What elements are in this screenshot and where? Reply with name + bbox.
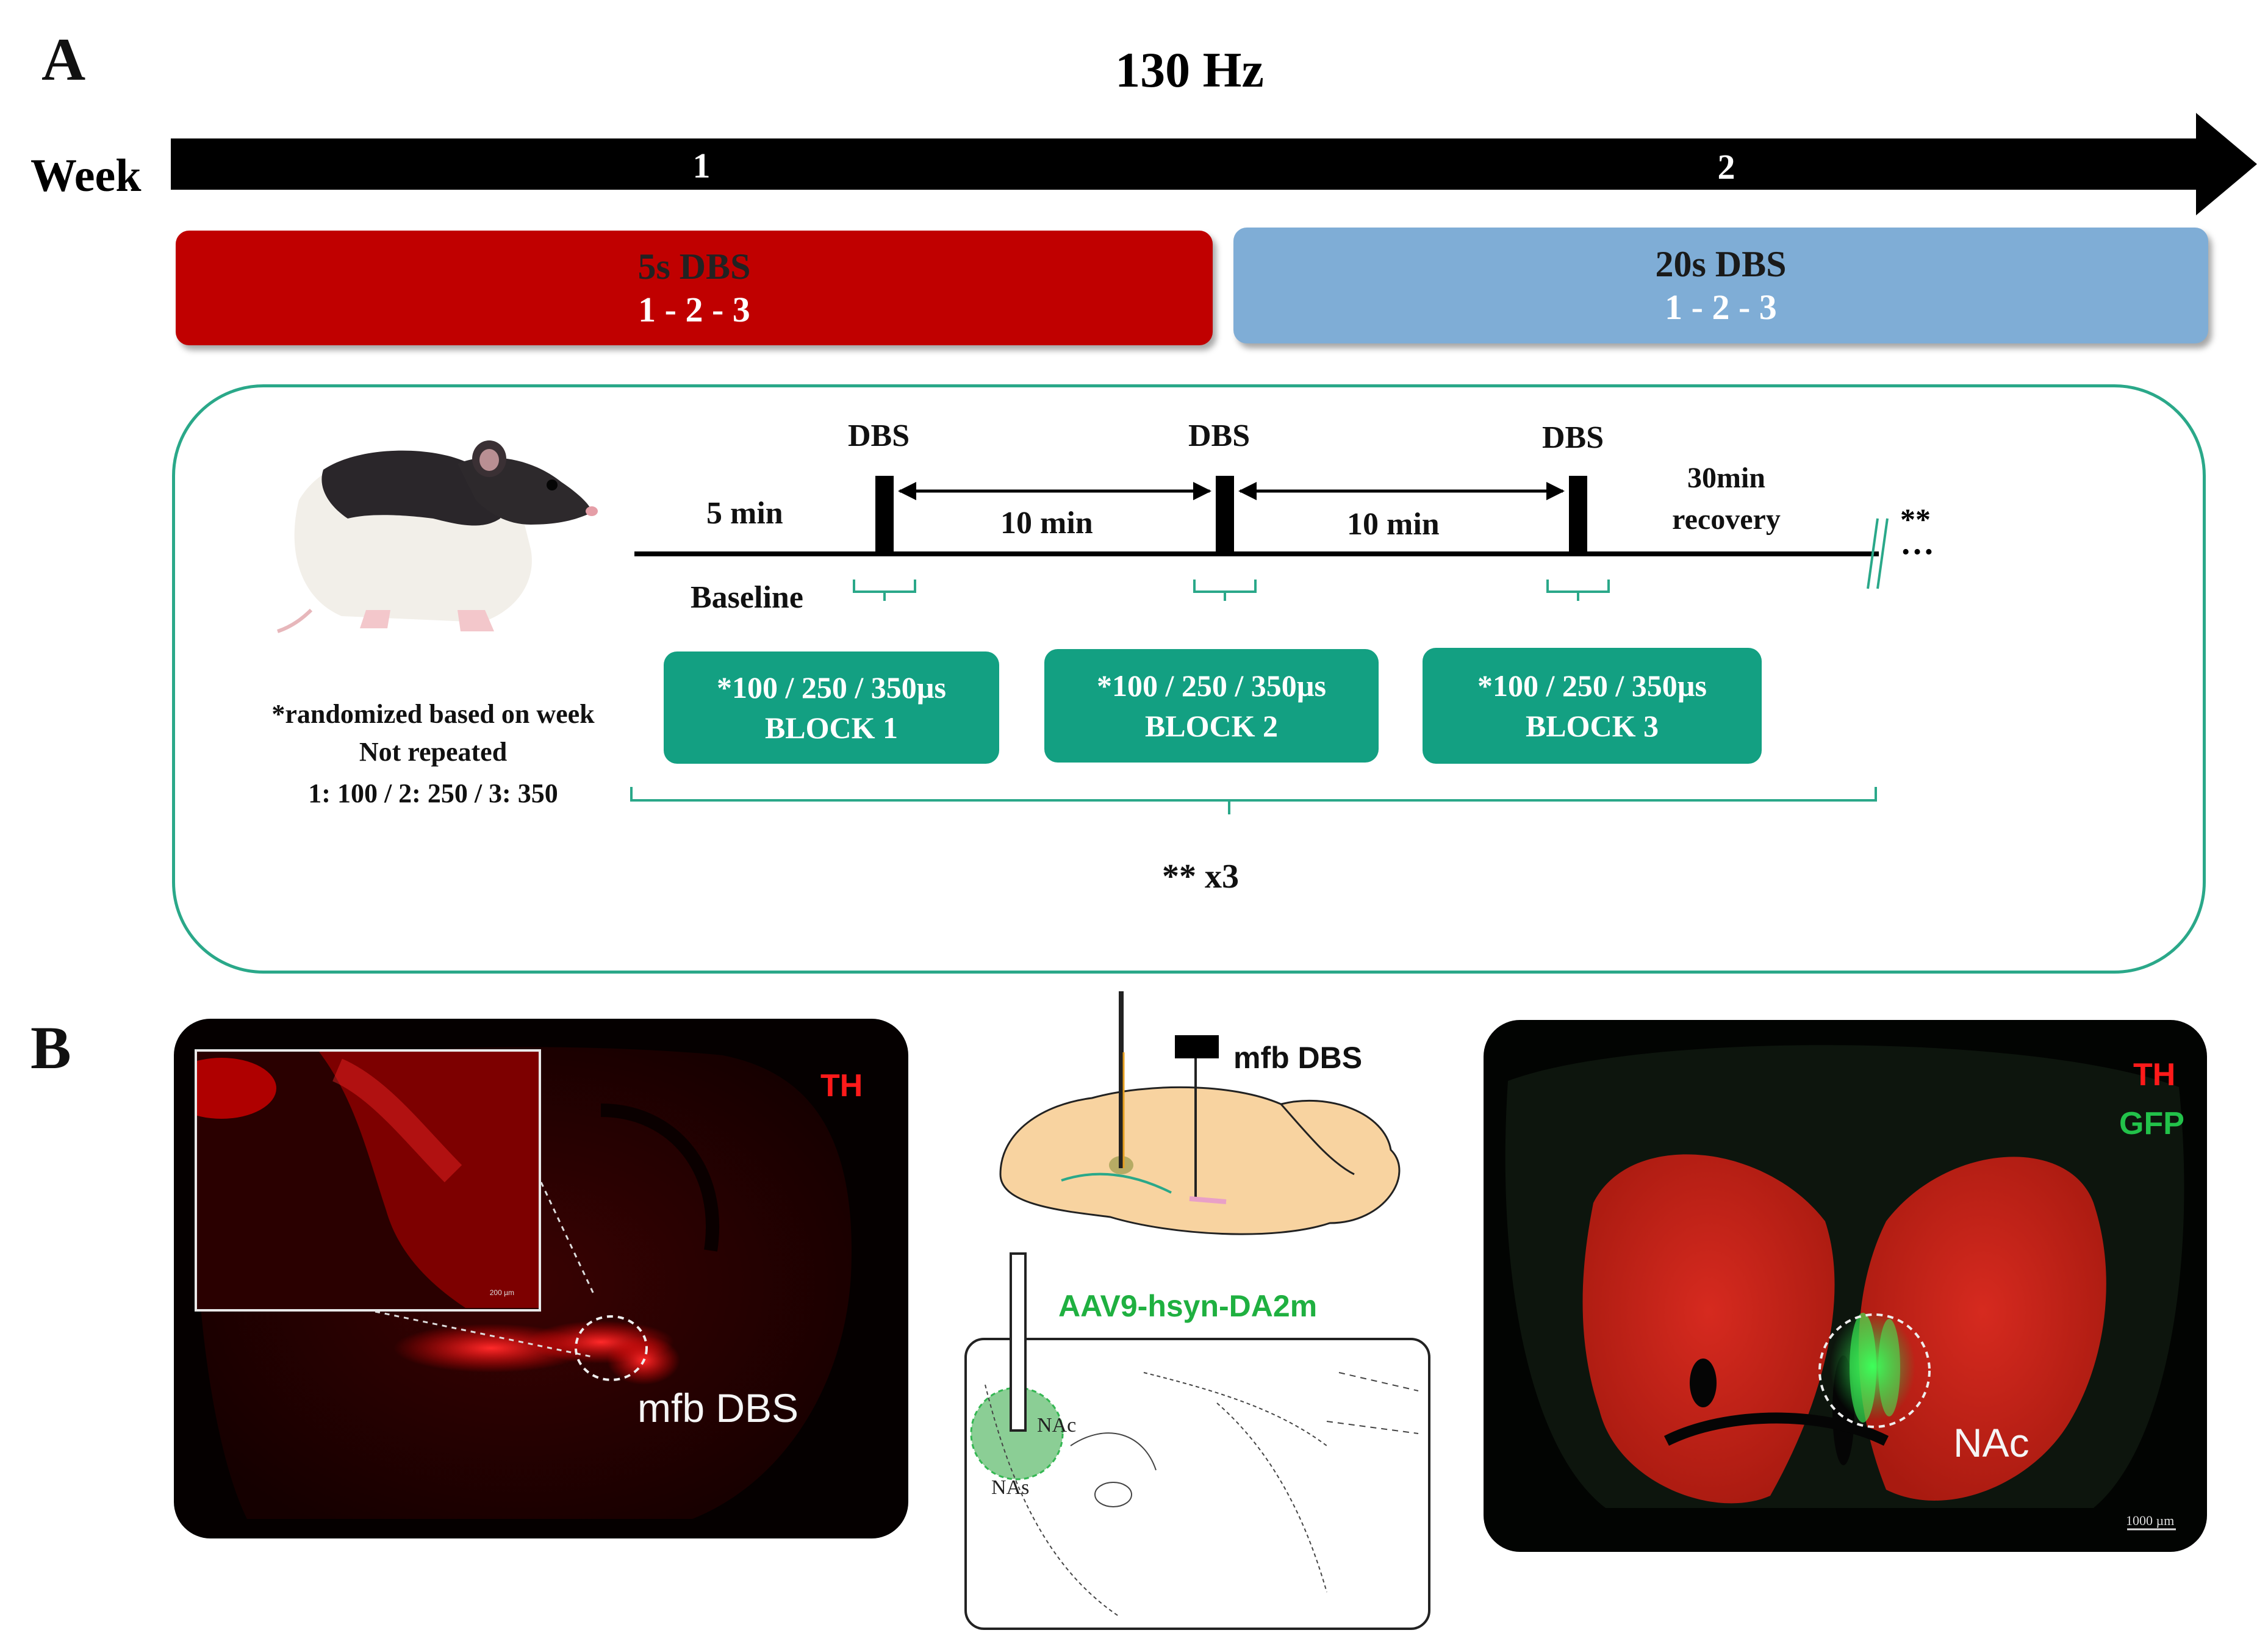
nac-target-circle <box>1818 1313 1931 1428</box>
interval-1: 10 min <box>1000 506 1093 540</box>
stage-20s-title: 20s DBS <box>1655 244 1787 284</box>
th-label-right: TH <box>2133 1057 2176 1093</box>
frequency-title: 130 Hz <box>1115 42 1264 98</box>
panel-a-label: A <box>41 26 86 93</box>
block-2-name: BLOCK 2 <box>1144 709 1279 743</box>
dbs-bar-3 <box>1569 476 1587 556</box>
block-3-pulse-widths: *100 / 250 / 350µs <box>1477 669 1707 703</box>
baseline-duration: 5 min <box>706 496 783 531</box>
stage-5s-sequence: 1 - 2 - 3 <box>638 290 750 329</box>
continue-mark: ** <box>1900 502 1931 536</box>
dbs-label-3: DBS <box>1542 420 1604 455</box>
block-2-pulse-widths: *100 / 250 / 350µs <box>1096 669 1327 703</box>
zoom-inset: 200 µm <box>195 1049 541 1312</box>
dbs-label-2: DBS <box>1188 418 1251 453</box>
protocol-timeline <box>630 476 1889 814</box>
block-1-pulse-widths: *100 / 250 / 350µs <box>716 670 947 705</box>
gfp-label: GFP <box>2119 1106 2184 1141</box>
protocol-frame <box>172 384 2206 974</box>
th-micrograph: 200 µm TH mfb DBS <box>174 1019 908 1538</box>
panel-b-label: B <box>31 1014 71 1082</box>
virus-label: AAV9-hsyn-DA2m <box>1058 1289 1318 1323</box>
nac-label-right: NAc <box>1953 1420 2029 1465</box>
mfb-target-circle <box>575 1315 648 1381</box>
dbs-label-1: DBS <box>848 418 910 453</box>
block-1: *100 / 250 / 350µs BLOCK 1 <box>664 651 999 764</box>
rat-illustration <box>277 440 598 633</box>
th-gfp-micrograph: TH GFP NAc 1000 µm <box>1484 1020 2207 1552</box>
coronal-section-schematic <box>964 1252 1430 1630</box>
note-line-1: *randomized based on week <box>271 699 595 729</box>
week-2-number: 2 <box>1717 147 1735 187</box>
note-line-3: 1: 100 / 2: 250 / 3: 350 <box>308 778 558 808</box>
continue-ellipsis: … <box>1900 524 1934 562</box>
dbs-bar-2 <box>1216 476 1234 556</box>
week-arrow <box>171 113 2257 215</box>
dbs-bar-1 <box>875 476 894 556</box>
block-2: *100 / 250 / 350µs BLOCK 2 <box>1044 649 1379 763</box>
stage-20s-dbs: 20s DBS 1 - 2 - 3 <box>1233 228 2208 343</box>
mfb-dbs-label-left: mfb DBS <box>637 1385 799 1430</box>
block-3: *100 / 250 / 350µs BLOCK 3 <box>1423 648 1762 764</box>
interval-2: 10 min <box>1347 507 1440 542</box>
baseline-label: Baseline <box>691 580 803 615</box>
nas-label-schematic: NAs <box>991 1476 1030 1499</box>
block-1-name: BLOCK 1 <box>764 711 899 745</box>
stage-20s-sequence: 1 - 2 - 3 <box>1665 287 1777 327</box>
week-1-number: 1 <box>692 146 711 185</box>
note-line-2: Not repeated <box>359 737 508 767</box>
recovery-line-2: recovery <box>1672 503 1781 536</box>
inset-scale-bar: 200 µm <box>489 1288 514 1297</box>
stage-5s-title: 5s DBS <box>637 246 751 287</box>
stage-5s-dbs: 5s DBS 1 - 2 - 3 <box>176 231 1213 345</box>
repeat-label: ** x3 <box>1162 858 1239 896</box>
th-label-left: TH <box>820 1068 863 1104</box>
week-label: Week <box>31 150 142 201</box>
recovery-line-1: 30min <box>1687 462 1765 494</box>
recovery-label: 30min recovery <box>1617 458 1836 540</box>
mfb-dbs-label-center: mfb DBS <box>1233 1041 1363 1075</box>
block-3-name: BLOCK 3 <box>1525 709 1659 743</box>
sagittal-brain-schematic <box>999 991 1401 1235</box>
nac-label-schematic: NAc <box>1037 1414 1077 1437</box>
randomization-note: *randomized based on week Not repeated 1… <box>220 695 647 813</box>
right-scale-bar: 1000 µm <box>2126 1513 2175 1528</box>
